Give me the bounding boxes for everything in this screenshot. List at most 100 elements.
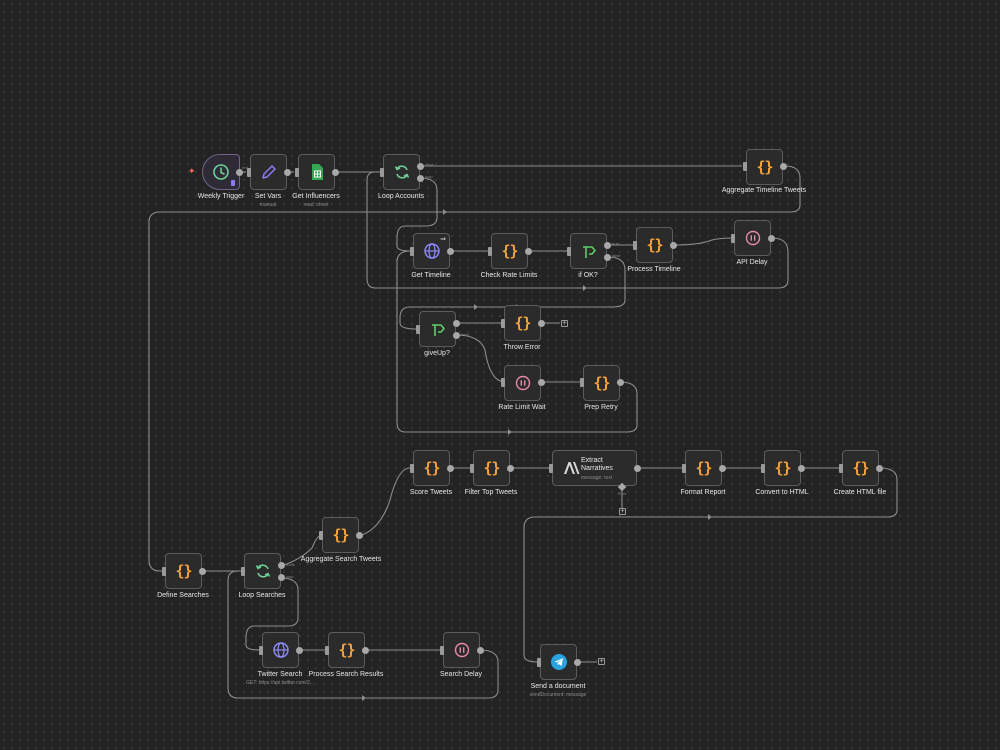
node-convert-to-html[interactable]: {} [764, 450, 801, 486]
node-api-delay[interactable] [734, 220, 771, 256]
port-in-loop-accounts[interactable] [380, 168, 384, 177]
port-out-get-influencers[interactable] [332, 169, 339, 176]
port-out-if-ok-false[interactable] [604, 254, 611, 261]
node-get-influencers[interactable] [298, 154, 335, 190]
add-tool-plus-icon[interactable]: + [619, 508, 626, 515]
port-out-give-up-false[interactable] [453, 332, 460, 339]
node-rate-limit-wait[interactable] [504, 365, 541, 401]
node-send-document[interactable] [540, 644, 577, 680]
node-process-timeline[interactable]: {} [636, 227, 673, 263]
code-icon: {} [423, 459, 440, 477]
node-define-searches[interactable]: {} [165, 553, 202, 589]
port-out-search-delay[interactable] [477, 647, 484, 654]
port-in-score-tweets[interactable] [410, 464, 414, 473]
port-in-give-up[interactable] [416, 325, 420, 334]
port-out-process-search-results[interactable] [362, 647, 369, 654]
port-in-search-delay[interactable] [440, 646, 444, 655]
port-out-filter-top-tweets[interactable] [507, 465, 514, 472]
port-out-loop-searches-done[interactable] [278, 562, 285, 569]
label-filter-top-tweets: Filter Top Tweets [464, 489, 518, 496]
node-throw-error[interactable]: {} [504, 305, 541, 341]
port-out-throw-error[interactable] [538, 320, 545, 327]
port-in-filter-top-tweets[interactable] [470, 464, 474, 473]
port-in-loop-searches[interactable] [241, 567, 245, 576]
node-create-html-file[interactable]: {} [842, 450, 879, 486]
node-aggregate-timeline[interactable]: {} [746, 149, 783, 185]
label-weekly-trigger: Weekly Trigger [197, 193, 245, 200]
port-out-prep-retry[interactable] [617, 379, 624, 386]
add-node-plus-icon[interactable]: + [598, 658, 605, 665]
node-weekly-trigger[interactable] [202, 154, 240, 190]
port-out-check-rate-limits[interactable] [525, 248, 532, 255]
port-out-extract-narratives[interactable] [634, 465, 641, 472]
port-out-format-report[interactable] [719, 465, 726, 472]
port-out-rate-limit-wait[interactable] [538, 379, 545, 386]
port-out-twitter-search[interactable] [296, 647, 303, 654]
port-out-define-searches[interactable] [199, 568, 206, 575]
external-link-icon: ⇒ [440, 236, 446, 243]
node-loop-accounts[interactable] [383, 154, 420, 190]
port-out-loop-accounts-done[interactable] [417, 163, 424, 170]
node-give-up[interactable] [419, 311, 456, 347]
port-in-aggregate-search[interactable] [319, 531, 323, 540]
port-in-throw-error[interactable] [501, 319, 505, 328]
port-in-aggregate-timeline[interactable] [743, 162, 747, 171]
port-out-give-up-true[interactable] [453, 320, 460, 327]
add-node-plus-icon[interactable]: + [561, 320, 568, 327]
node-loop-searches[interactable] [244, 553, 281, 589]
node-aggregate-search[interactable]: {} [322, 517, 359, 553]
port-out-score-tweets[interactable] [447, 465, 454, 472]
port-in-if-ok[interactable] [567, 247, 571, 256]
port-in-extract-narratives[interactable] [549, 464, 553, 473]
port-in-rate-limit-wait[interactable] [501, 378, 505, 387]
port-out-loop-accounts-loop[interactable] [417, 175, 424, 182]
port-in-process-search-results[interactable] [325, 646, 329, 655]
port-out-convert-to-html[interactable] [798, 465, 805, 472]
label-search-delay: Search Delay [439, 671, 483, 678]
clock-icon [213, 164, 229, 180]
node-get-timeline[interactable]: ⇒ [413, 233, 450, 269]
port-out-if-ok-true[interactable] [604, 242, 611, 249]
port-out-send-document[interactable] [574, 659, 581, 666]
port-out-weekly-trigger[interactable] [236, 169, 243, 176]
node-twitter-search[interactable] [262, 632, 299, 668]
port-in-convert-to-html[interactable] [761, 464, 765, 473]
port-out-loop-searches-loop[interactable] [278, 574, 285, 581]
port-in-format-report[interactable] [682, 464, 686, 473]
edge-aggregate-score [358, 467, 411, 537]
port-in-get-timeline[interactable] [410, 247, 414, 256]
lightning-icon [231, 180, 235, 186]
label-define-searches: Define Searches [157, 592, 209, 599]
port-in-process-timeline[interactable] [633, 241, 637, 250]
node-if-ok[interactable] [570, 233, 607, 269]
port-out-aggregate-search[interactable] [356, 532, 363, 539]
port-out-process-timeline[interactable] [670, 242, 677, 249]
port-out-aggregate-timeline[interactable] [780, 163, 787, 170]
node-check-rate-limits[interactable]: {} [491, 233, 528, 269]
edge-process-apidelay [673, 237, 734, 246]
port-in-send-document[interactable] [537, 658, 541, 667]
port-in-check-rate-limits[interactable] [488, 247, 492, 256]
port-in-get-influencers[interactable] [295, 168, 299, 177]
label-get-influencers: Get Influencers [292, 193, 340, 200]
port-in-prep-retry[interactable] [580, 378, 584, 387]
node-prep-retry[interactable]: {} [583, 365, 620, 401]
node-format-report[interactable]: {} [685, 450, 722, 486]
branch-label-false-giveup: false [461, 332, 470, 337]
node-score-tweets[interactable]: {} [413, 450, 450, 486]
port-in-api-delay[interactable] [731, 234, 735, 243]
port-in-define-searches[interactable] [162, 567, 166, 576]
label-throw-error: Throw Error [503, 344, 541, 351]
port-out-create-html-file[interactable] [876, 465, 883, 472]
port-out-set-vars[interactable] [284, 169, 291, 176]
port-in-twitter-search[interactable] [259, 646, 263, 655]
port-in-create-html-file[interactable] [839, 464, 843, 473]
node-filter-top-tweets[interactable]: {} [473, 450, 510, 486]
node-process-search-results[interactable]: {} [328, 632, 365, 668]
port-out-api-delay[interactable] [768, 235, 775, 242]
node-search-delay[interactable] [443, 632, 480, 668]
port-in-set-vars[interactable] [247, 168, 251, 177]
port-out-get-timeline[interactable] [447, 248, 454, 255]
node-set-vars[interactable] [250, 154, 287, 190]
